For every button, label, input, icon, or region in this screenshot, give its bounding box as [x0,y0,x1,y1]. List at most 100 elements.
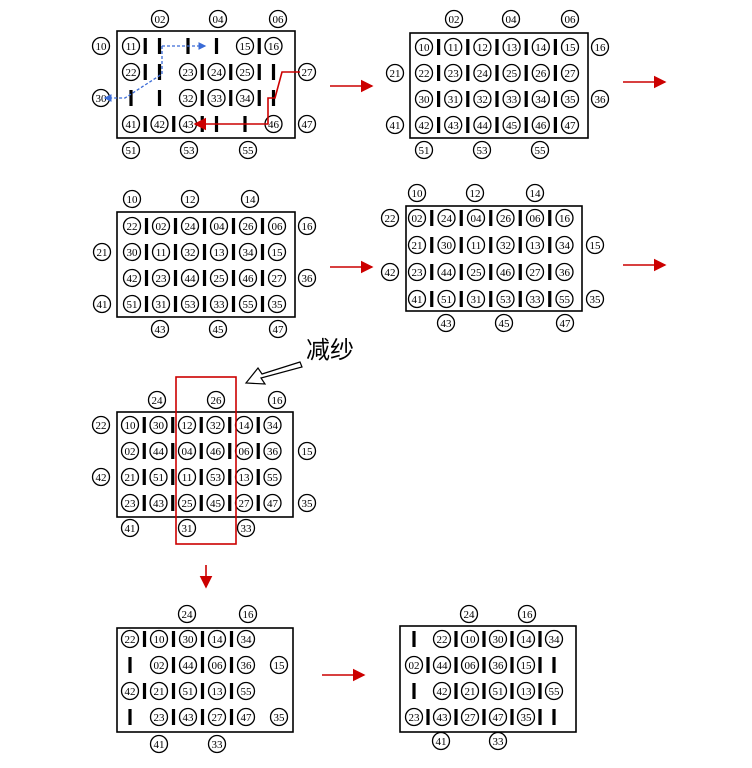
grid-node: 53 [206,467,225,487]
yarn-number: 51 [127,299,138,311]
needle-bar [157,90,162,106]
needle-bar [510,683,514,699]
yarn-number: 06 [272,221,284,233]
grid-node: 42 [120,681,140,701]
grid-node: 12 [473,37,492,57]
needle-bar [437,39,441,55]
needle-bar [256,443,260,459]
yarn-number: 44 [183,660,195,672]
yarn-number: 33 [530,294,542,306]
right-node: 15 [269,655,289,675]
grid-node: 10 [120,415,140,435]
yarn-number: 41 [126,119,137,131]
grid-node: 32 [178,88,198,108]
grid-node: 27 [234,493,254,513]
yarn-number: 53 [185,299,197,311]
grid-node: 23 [151,268,171,288]
yarn-number: 21 [465,686,476,698]
grid-node: 21 [120,467,140,487]
yarn-number: 15 [521,660,533,672]
yarn-number: 02 [156,221,167,233]
needle-bar [538,631,542,647]
needle-bar [199,443,203,459]
yarn-number: 11 [471,240,482,252]
right-node: 35 [297,493,317,513]
needle-bar [459,237,463,253]
yarn-number: 36 [493,660,505,672]
grid-node: 32 [206,415,225,435]
yarn-number: 04 [506,14,518,26]
grid-node: 13 [516,681,536,701]
needle-bar [199,417,203,433]
grid-node: 02 [149,655,169,675]
yarn-number: 31 [156,299,167,311]
threading-path [103,42,207,102]
yarn-number: 27 [465,712,477,724]
right-node: 35 [585,289,605,309]
yarn-number: 46 [500,267,512,279]
yarn-number: 11 [182,472,193,484]
grid-node: 14 [207,629,227,649]
needle-bar [482,683,486,699]
yarn-number: 34 [535,94,547,106]
yarn-number: 06 [465,660,477,672]
needle-bar [553,117,557,133]
grid-node: 36 [488,655,508,675]
needle-bar [552,657,556,673]
yarn-number: 42 [385,267,396,279]
grid-node: 43 [444,115,463,135]
needle-bar [454,631,458,647]
needle-bar [200,683,205,699]
bottom-node: 41 [431,731,451,751]
yarn-number: 10 [96,41,108,53]
needle-bar [260,218,265,234]
grid-node: 30 [178,629,198,649]
top-node: 24 [147,390,167,410]
yarn-number: 25 [240,67,252,79]
grid-node: 47 [236,707,256,727]
yarn-number: 15 [302,446,314,458]
yarn-number: 44 [441,267,453,279]
yarn-number: 44 [477,120,489,132]
yarn-number: 06 [212,660,224,672]
bottom-node: 33 [488,731,508,751]
yarn-number: 30 [96,93,108,105]
grid-node: 25 [466,262,486,282]
grid-node: 11 [466,235,486,255]
grid-node: 22 [122,216,142,236]
grid-node: 16 [555,208,574,228]
yarn-number: 45 [213,324,225,336]
needle-bar [142,495,146,511]
panel-frame [116,627,294,733]
yarn-number: 10 [419,42,431,54]
needle-bar [171,709,176,725]
needle-bar [524,39,528,55]
grid-node: 21 [149,681,169,701]
grid-node: 35 [267,294,287,314]
grid-node: 06 [525,208,545,228]
grid-node: 15 [235,36,255,56]
grid-node: 13 [502,37,521,57]
yarn-number: 35 [521,712,533,724]
grid-node: 33 [525,289,545,309]
yarn-number: 27 [212,712,224,724]
yarn-number: 51 [493,686,504,698]
yarn-number: 23 [409,712,421,724]
bottom-node: 43 [150,319,170,339]
yarn-number: 24 [441,213,453,225]
yarn-number: 22 [437,634,448,646]
yarn-number: 53 [500,294,512,306]
grid-node: 46 [496,262,515,282]
yarn-number: 22 [385,213,396,225]
yarn-number: 35 [272,299,284,311]
needle-bar [538,709,542,725]
grid-node: 47 [488,707,508,727]
needle-bar [171,657,176,673]
grid-node: 46 [206,441,225,461]
grid-node: 35 [516,707,536,727]
grid-node: 13 [234,467,254,487]
yarn-number: 25 [506,68,518,80]
